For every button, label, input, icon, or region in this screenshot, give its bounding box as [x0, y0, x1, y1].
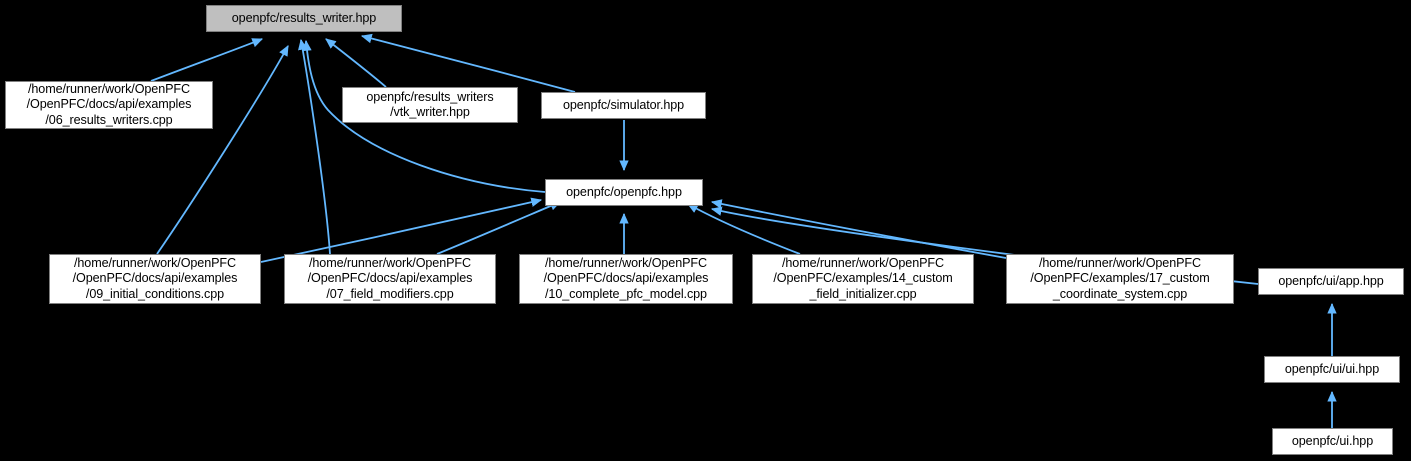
graph-node-label-vtk_writer: openpfc/results_writers /vtk_writer.hpp [366, 89, 494, 119]
graph-node-label-ex09: /home/runner/work/OpenPFC /OpenPFC/docs/… [72, 255, 238, 301]
graph-edge-ex07-to-openpfc [436, 201, 561, 255]
graph-edge-ex07-to-results_writer [298, 38, 331, 255]
graph-node-openpfc[interactable]: openpfc/openpfc.hpp [545, 179, 703, 206]
graph-node-label-openpfc: openpfc/openpfc.hpp [566, 184, 682, 199]
graph-node-app[interactable]: openpfc/ui/app.hpp [1258, 268, 1404, 295]
graph-node-simulator[interactable]: openpfc/simulator.hpp [541, 92, 706, 119]
graph-edge-openpfc-to-results_writer [302, 39, 546, 193]
graph-node-label-ex07: /home/runner/work/OpenPFC /OpenPFC/docs/… [307, 255, 473, 301]
graph-edge-ex17-to-openpfc [710, 199, 1007, 259]
graph-edge-ex09-to-openpfc [260, 197, 543, 263]
graph-node-label-ex10: /home/runner/work/OpenPFC /OpenPFC/docs/… [543, 255, 709, 301]
graph-node-ex06[interactable]: /home/runner/work/OpenPFC /OpenPFC/docs/… [5, 81, 213, 129]
graph-node-label-ex06: /home/runner/work/OpenPFC /OpenPFC/docs/… [26, 81, 192, 127]
graph-edge-ex14-to-openpfc [687, 203, 801, 255]
graph-node-ex17[interactable]: /home/runner/work/OpenPFC /OpenPFC/examp… [1006, 254, 1234, 304]
graph-node-label-simulator: openpfc/simulator.hpp [562, 97, 685, 112]
graph-node-label-ui_ui: openpfc/ui/ui.hpp [1284, 361, 1380, 376]
graph-node-ex10[interactable]: /home/runner/work/OpenPFC /OpenPFC/docs/… [519, 254, 733, 304]
graph-node-ui[interactable]: openpfc/ui.hpp [1272, 428, 1393, 455]
graph-edge-ex06-to-results_writer [150, 38, 263, 82]
graph-node-ex07[interactable]: /home/runner/work/OpenPFC /OpenPFC/docs/… [284, 254, 496, 304]
graph-node-label-ex17: /home/runner/work/OpenPFC /OpenPFC/examp… [1030, 255, 1210, 301]
graph-node-ex09[interactable]: /home/runner/work/OpenPFC /OpenPFC/docs/… [49, 254, 261, 304]
graph-node-label-app: openpfc/ui/app.hpp [1278, 273, 1384, 288]
graph-node-ex14[interactable]: /home/runner/work/OpenPFC /OpenPFC/examp… [752, 254, 974, 304]
graph-edge-ex09-to-results_writer [156, 45, 289, 255]
graph-node-vtk_writer[interactable]: openpfc/results_writers /vtk_writer.hpp [342, 87, 518, 123]
graph-node-label-ui: openpfc/ui.hpp [1291, 433, 1374, 448]
graph-node-label-ex14: /home/runner/work/OpenPFC /OpenPFC/examp… [773, 255, 953, 301]
graph-edge-vtk_writer-to-results_writer [325, 38, 387, 88]
graph-edge-simulator-to-results_writer [360, 33, 576, 93]
graph-node-ui_ui[interactable]: openpfc/ui/ui.hpp [1264, 356, 1400, 383]
graph-node-results_writer[interactable]: openpfc/results_writer.hpp [206, 5, 402, 32]
graph-node-label-results_writer: openpfc/results_writer.hpp [231, 10, 377, 25]
